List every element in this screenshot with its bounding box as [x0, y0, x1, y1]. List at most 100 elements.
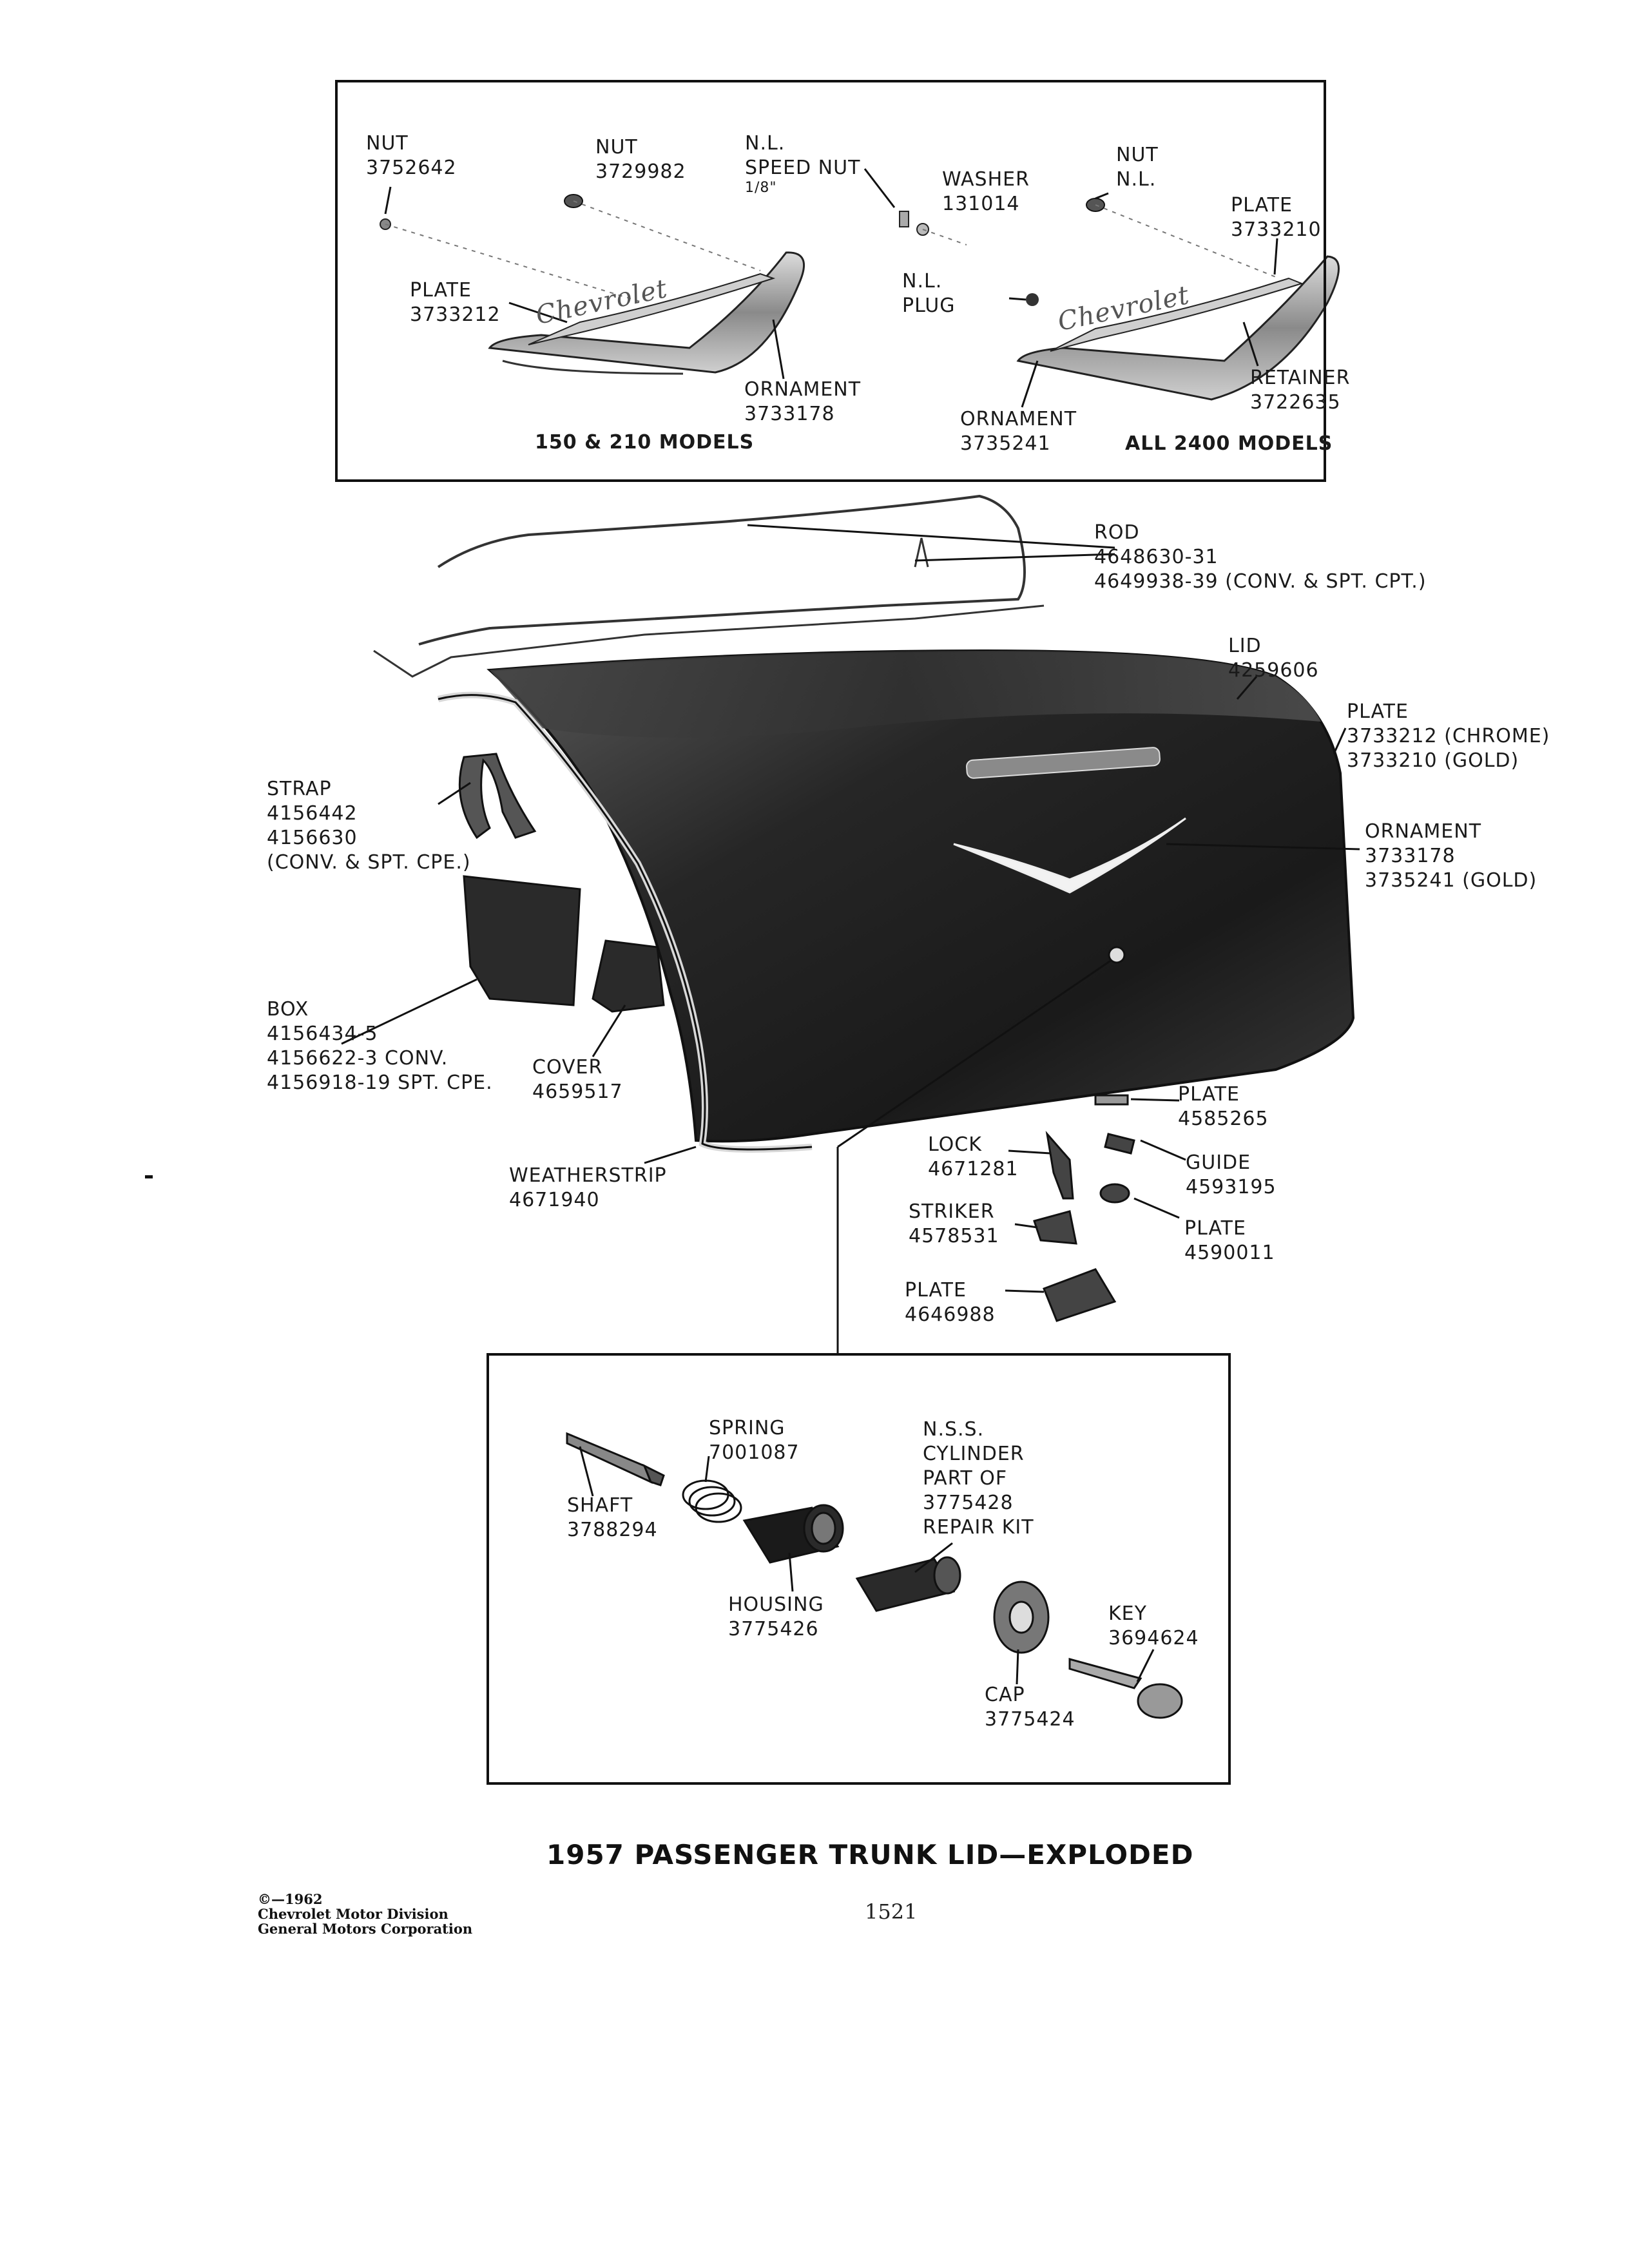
- washer-name: WASHER: [942, 168, 1030, 191]
- plate-name: PLATE: [410, 279, 472, 302]
- plate-left-drawing: [528, 273, 776, 345]
- cylinder-line1: N.S.S.: [923, 1418, 985, 1441]
- plug-line2: PLUG: [902, 294, 956, 317]
- strap-drawing: [458, 753, 537, 840]
- models-left-text: 150 & 210 MODELS: [535, 431, 755, 454]
- rods-drawing: [373, 494, 1045, 678]
- label-plug: N.L. PLUG: [902, 269, 956, 318]
- label-cover: COVER 4659517: [532, 1055, 623, 1104]
- cylinder-line3: PART OF: [923, 1467, 1008, 1490]
- nut-name: NUT: [366, 132, 409, 155]
- label-ornament-3733178: ORNAMENT 3733178: [744, 378, 861, 427]
- striker-part: 4578531: [909, 1225, 999, 1247]
- plug-line1: N.L.: [902, 270, 943, 293]
- ornament-name: ORNAMENT: [1365, 820, 1482, 843]
- ornament-part2: 3735241 (GOLD): [1365, 869, 1537, 892]
- rod-part2: 4649938-39 (CONV. & SPT. CPT.): [1094, 570, 1427, 593]
- models-right-text: ALL 2400 MODELS: [1125, 432, 1333, 455]
- label-nut-3729982: NUT 3729982: [595, 135, 686, 184]
- label-washer: WASHER 131014: [942, 168, 1030, 216]
- label-housing: HOUSING 3775426: [728, 1593, 824, 1642]
- lock-part: 4671281: [928, 1158, 1019, 1180]
- strap-part2: 4156630: [267, 827, 358, 849]
- nut-part: 3752642: [366, 157, 457, 179]
- label-strap: STRAP 4156442 4156630 (CONV. & SPT. CPE.…: [267, 777, 471, 875]
- rod-part1: 4648630-31: [1094, 546, 1219, 568]
- label-spring: SPRING 7001087: [709, 1416, 800, 1465]
- plate-4646988-drawing: [1043, 1268, 1117, 1322]
- label-speed-nut: N.L. SPEED NUT 1/8": [745, 131, 860, 196]
- label-box: BOX 4156434-5 4156622-3 CONV. 4156918-19…: [267, 997, 493, 1095]
- nut-part: 3729982: [595, 160, 686, 183]
- ornament-inset-drawing: [380, 168, 1340, 408]
- plate-part2: 3733210 (GOLD): [1347, 749, 1519, 772]
- box-part1: 4156434-5: [267, 1023, 378, 1045]
- shaft-part: 3788294: [567, 1519, 658, 1541]
- housing-drawing: [742, 1504, 844, 1564]
- nut-name: NUT: [1116, 144, 1159, 166]
- speed-nut-line3: 1/8": [745, 180, 777, 196]
- retainer-name: RETAINER: [1250, 367, 1351, 389]
- figure-caption: 1957 PASSENGER TRUNK LID—EXPLODED: [546, 1839, 1194, 1870]
- strap-part3: (CONV. & SPT. CPE.): [267, 851, 471, 874]
- guide-name: GUIDE: [1186, 1151, 1251, 1174]
- label-rod: ROD 4648630-31 4649938-39 (CONV. & SPT. …: [1094, 521, 1427, 594]
- spring-name: SPRING: [709, 1417, 786, 1439]
- lid-name: LID: [1228, 635, 1262, 657]
- ornament-part: 3735241: [960, 432, 1051, 455]
- rod-name: ROD: [1094, 521, 1140, 544]
- housing-name: HOUSING: [728, 1593, 824, 1616]
- shaft-name: SHAFT: [567, 1494, 633, 1517]
- lid-ornament-v: [953, 817, 1186, 894]
- box-part3: 4156918-19 SPT. CPE.: [267, 1072, 493, 1094]
- plate-name: PLATE: [905, 1279, 967, 1302]
- weatherstrip-name: WEATHERSTRIP: [509, 1164, 667, 1187]
- cylinder-line2: CYLINDER: [923, 1443, 1025, 1465]
- lock-inset-drawing: [566, 1432, 1183, 1719]
- copyright-block: ©—1962 Chevrolet Motor Division General …: [258, 1892, 472, 1936]
- latch-parts-drawing: [1033, 1094, 1135, 1322]
- plate-name: PLATE: [1184, 1217, 1246, 1240]
- label-plate-3733210: PLATE 3733210: [1231, 193, 1322, 242]
- label-nut-nl: NUT N.L.: [1116, 143, 1159, 192]
- lock-inset-frame: [487, 1353, 1231, 1785]
- page-mark: [145, 1175, 153, 1178]
- guide-part: 4593195: [1186, 1176, 1277, 1198]
- plate-part: 3733210: [1231, 218, 1322, 241]
- hinge-parts-drawing: [458, 753, 665, 1013]
- weatherstrip-part: 4671940: [509, 1189, 600, 1211]
- plate-right-drawing: [1050, 277, 1304, 352]
- label-lock: LOCK 4671281: [928, 1133, 1019, 1182]
- label-ornament-3735241: ORNAMENT 3735241: [960, 407, 1077, 456]
- lid-plate-emblem: [966, 747, 1161, 779]
- copyright-line3: General Motors Corporation: [258, 1921, 473, 1937]
- label-cap: CAP 3775424: [985, 1683, 1075, 1732]
- striker-name: STRIKER: [909, 1200, 995, 1223]
- striker-drawing: [1033, 1210, 1077, 1245]
- lid-lock-cylinder: [1108, 946, 1126, 964]
- label-lid: LID 4259606: [1228, 634, 1319, 683]
- label-striker: STRIKER 4578531: [909, 1200, 999, 1249]
- main-leaders: [341, 524, 1360, 1353]
- plate-name: PLATE: [1178, 1083, 1240, 1106]
- plate-4585265-drawing: [1094, 1094, 1129, 1106]
- plate-part: 4585265: [1178, 1108, 1269, 1130]
- label-cylinder: N.S.S. CYLINDER PART OF 3775428 REPAIR K…: [923, 1418, 1034, 1540]
- washer-part: 131014: [942, 193, 1020, 215]
- label-guide: GUIDE 4593195: [1186, 1151, 1277, 1200]
- label-plate-4646988: PLATE 4646988: [905, 1278, 996, 1327]
- housing-part: 3775426: [728, 1618, 819, 1640]
- plate-name: PLATE: [1347, 700, 1409, 723]
- ornament-part1: 3733178: [1365, 845, 1456, 867]
- strap-part1: 4156442: [267, 802, 358, 825]
- lid-part: 4259606: [1228, 659, 1319, 682]
- plate-4590011-drawing: [1099, 1183, 1130, 1204]
- guide-drawing: [1104, 1133, 1135, 1155]
- label-plate-4585265: PLATE 4585265: [1178, 1082, 1269, 1131]
- key-drawing: [1068, 1658, 1183, 1719]
- label-retainer: RETAINER 3722635: [1250, 366, 1350, 415]
- label-plate-3733212: PLATE 3733212: [410, 278, 501, 327]
- plate-part: 4590011: [1184, 1242, 1275, 1264]
- retainer-part: 3722635: [1250, 391, 1341, 414]
- ornament-name: ORNAMENT: [744, 378, 862, 401]
